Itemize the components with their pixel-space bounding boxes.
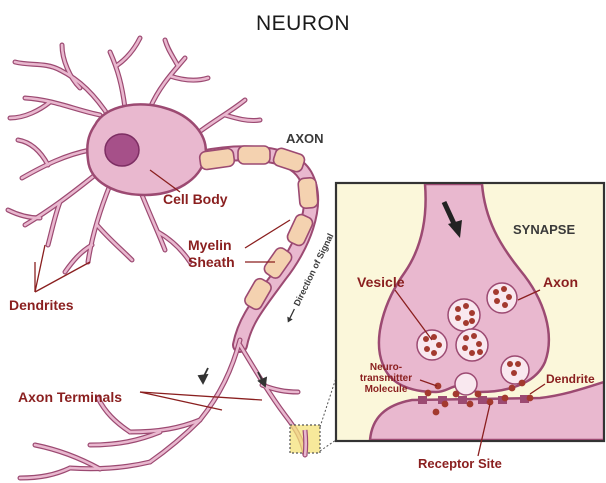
synapse-title: SYNAPSE <box>513 222 575 237</box>
dendrites-label: Dendrites <box>9 297 74 313</box>
dendrite-label: Dendrite <box>546 372 595 386</box>
myelin-sheath-label-line2: Sheath <box>188 254 235 270</box>
cell-body-label: Cell Body <box>163 191 228 207</box>
axon-label: AXON <box>286 131 324 146</box>
neurotransmitter-label-line3: Molecule <box>365 384 408 395</box>
axon-terminal-branches <box>20 340 305 478</box>
zoom-connector-lines <box>320 378 336 451</box>
myelin-sheath-label-line1: Myelin <box>188 237 232 253</box>
axon-terminals-label: Axon Terminals <box>18 389 122 405</box>
receptor-site-label: Receptor Site <box>418 456 502 471</box>
synapse-panel: SYNAPSE Vesicle Axon Neuro- transmitter … <box>336 183 604 456</box>
neurotransmitter-label-line1: Neuro- <box>370 362 402 373</box>
synapse-axon-label: Axon <box>543 274 578 290</box>
axon-terminal-branches-fill <box>20 340 305 478</box>
nucleus <box>105 134 139 166</box>
neurotransmitter-label-line2: transmitter <box>360 373 412 384</box>
vesicle-label: Vesicle <box>357 274 405 290</box>
